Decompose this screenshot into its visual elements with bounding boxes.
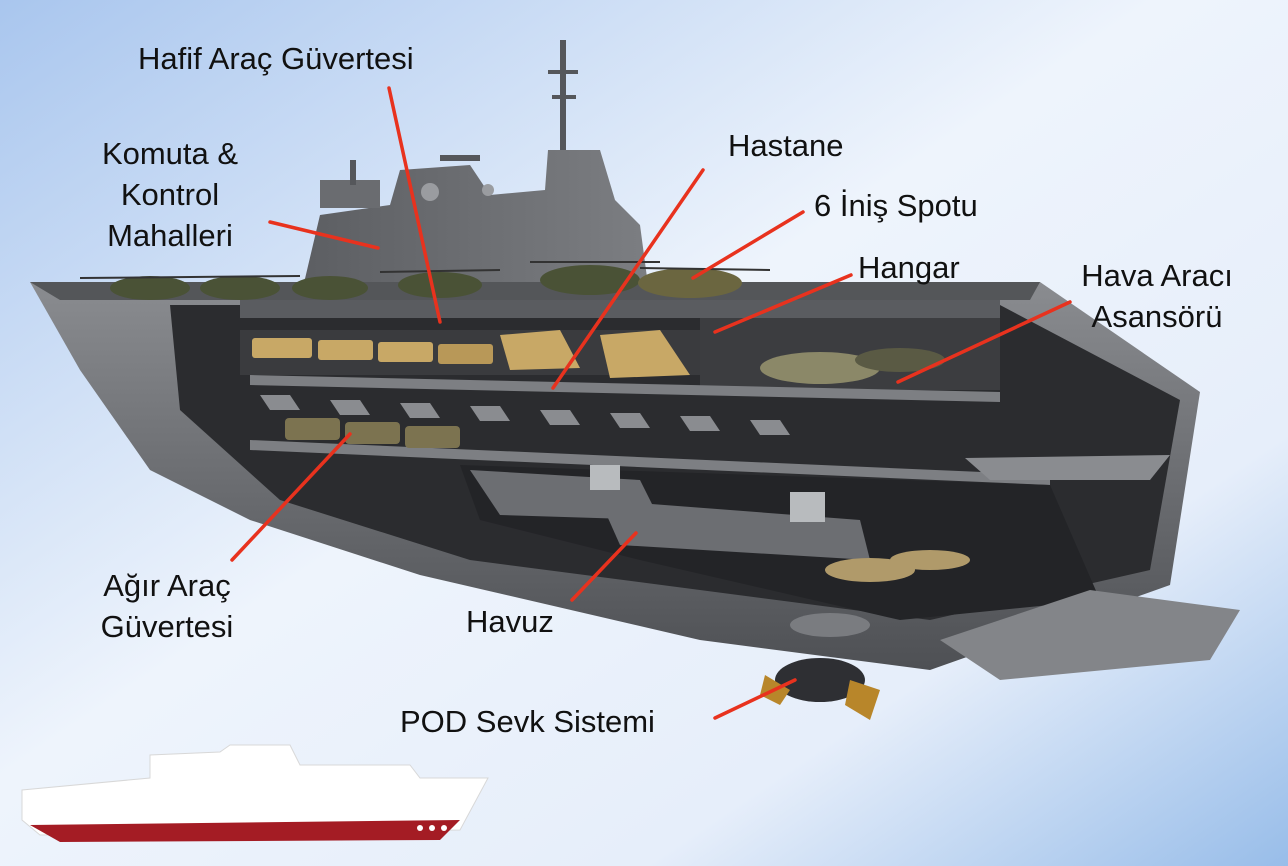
leader-havuz: [570, 531, 638, 602]
label-hafif-arac-guvertesi: Hafif Araç Güvertesi: [138, 41, 414, 76]
leader-pod: [713, 678, 797, 720]
label-inis-spotu: 6 İniş Spotu: [814, 188, 978, 223]
light-vehicles: [252, 330, 690, 378]
label-asansor-line1: Hava Aracı: [1081, 258, 1233, 293]
label-hangar: Hangar: [858, 250, 960, 285]
pod-propulsion: [760, 613, 880, 720]
label-havuz: Havuz: [466, 604, 554, 639]
label-komuta-kontrol: Komuta & Kontrol Mahalleri: [86, 133, 254, 256]
label-pod-sevk-sistemi: POD Sevk Sistemi: [400, 704, 655, 739]
label-komuta-line3: Mahalleri: [107, 218, 233, 253]
leader-hafif-arac: [387, 86, 442, 324]
leader-komuta: [268, 220, 380, 250]
leader-hastane: [551, 168, 705, 390]
ship-silhouette: [21, 744, 489, 842]
deck-helicopters: [79, 261, 771, 300]
label-komuta-line1: Komuta &: [101, 136, 239, 171]
label-hastane: Hastane: [728, 128, 844, 163]
leader-hangar: [713, 273, 853, 334]
label-agir-arac-guvertesi: Ağır Araç Güvertesi: [82, 565, 252, 647]
landing-craft: [470, 465, 970, 582]
heavy-vehicles: [285, 418, 460, 448]
label-komuta-line2: Kontrol: [120, 177, 220, 212]
leader-agir-arac: [230, 432, 352, 562]
label-asansor-line2: Asansörü: [1091, 299, 1223, 334]
leader-inis-spotu: [691, 210, 805, 280]
label-agir-line2: Güvertesi: [100, 609, 234, 644]
label-hava-araci-asansoru: Hava Aracı Asansörü: [1062, 255, 1252, 337]
label-agir-line1: Ağır Araç: [103, 568, 231, 603]
hangar-helicopters: [760, 348, 945, 384]
leader-lines: [230, 86, 1072, 720]
leader-asansor: [896, 300, 1072, 384]
